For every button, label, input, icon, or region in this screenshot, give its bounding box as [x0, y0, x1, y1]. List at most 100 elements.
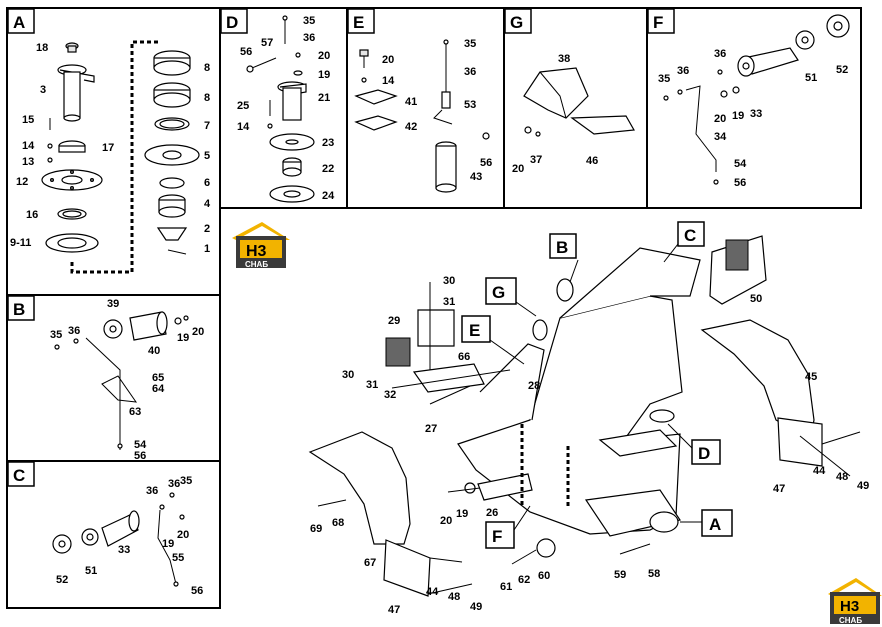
label-35: 35	[464, 38, 476, 50]
label-51: 51	[85, 565, 97, 577]
label-20: 20	[192, 326, 204, 338]
panel-d-labels: 35 36 56 57 20 19 21 25 14 23 22 24	[237, 15, 335, 202]
label-61: 61	[500, 581, 512, 593]
label-44a: 44	[813, 465, 826, 477]
label-20: 20	[318, 50, 330, 62]
label-56: 56	[480, 157, 492, 169]
label-14: 14	[382, 75, 395, 87]
label-5: 5	[204, 150, 210, 162]
label-40: 40	[148, 345, 160, 357]
panel-b-title: B	[13, 300, 25, 319]
label-19: 19	[162, 538, 174, 550]
panel-e-title: E	[353, 13, 364, 32]
label-37: 37	[530, 154, 542, 166]
label-59: 59	[614, 569, 626, 581]
label-36b: 36	[677, 65, 689, 77]
label-8b: 8	[204, 92, 210, 104]
label-6: 6	[204, 177, 210, 189]
label-19: 19	[318, 69, 330, 81]
panel-f-title: F	[653, 13, 663, 32]
label-1: 1	[204, 243, 210, 255]
label-14: 14	[237, 121, 250, 133]
logo-mark: H3	[246, 243, 267, 260]
label-62: 62	[518, 574, 530, 586]
label-51: 51	[805, 72, 817, 84]
label-48a: 48	[836, 471, 848, 483]
label-43: 43	[470, 171, 482, 183]
label-50: 50	[750, 293, 762, 305]
label-36a: 36	[146, 485, 158, 497]
label-15: 15	[22, 114, 34, 126]
panel-g-title: G	[510, 13, 523, 32]
label-36: 36	[303, 32, 315, 44]
panel-c-title: C	[13, 466, 25, 485]
label-31b: 31	[366, 379, 378, 391]
label-33: 33	[118, 544, 130, 556]
label-19: 19	[732, 110, 744, 122]
panel-g-labels: 38 37 20 46	[512, 53, 598, 175]
label-4: 4	[204, 198, 211, 210]
label-31a: 31	[443, 296, 455, 308]
panel-f-labels: 36 35 36 20 19 33 51 52 34 54 56	[658, 48, 848, 189]
panel-a-title: A	[13, 13, 25, 32]
label-28: 28	[528, 380, 540, 392]
label-45: 45	[805, 371, 817, 383]
label-57: 57	[261, 37, 273, 49]
label-65: 65	[152, 372, 164, 384]
label-16: 16	[26, 209, 38, 221]
callout-a: A	[709, 515, 721, 534]
label-30b: 30	[342, 369, 354, 381]
label-38: 38	[558, 53, 570, 65]
panel-f: F 36 35 36 20 19 33 51 52 34 54 56	[646, 7, 862, 209]
label-13: 13	[22, 156, 34, 168]
label-47b: 47	[388, 604, 400, 616]
panel-b-labels: 35 36 39 40 19 20 65 64 63 54 56	[50, 298, 204, 462]
label-44b: 44	[426, 586, 439, 598]
label-53: 53	[464, 99, 476, 111]
label-35: 35	[303, 15, 315, 27]
callout-c: C	[684, 226, 696, 245]
panel-a: A	[6, 7, 221, 296]
main-callouts: B C G E D A F	[461, 221, 733, 549]
label-56: 56	[734, 177, 746, 189]
label-7: 7	[204, 120, 210, 132]
panel-e: E 20 14 41 42 35 36 53 56 43	[346, 7, 505, 209]
label-9-11: 9-11	[10, 237, 31, 249]
label-35: 35	[50, 329, 62, 341]
label-29: 29	[388, 315, 400, 327]
brand-logo-top: H3 СНАБ	[232, 222, 290, 269]
label-36a: 36	[714, 48, 726, 60]
label-66: 66	[458, 351, 470, 363]
label-20: 20	[177, 529, 189, 541]
label-69: 69	[310, 523, 322, 535]
panel-e-labels: 20 14 41 42 35 36 53 56 43	[382, 38, 492, 183]
label-21: 21	[318, 92, 330, 104]
label-54: 54	[134, 439, 147, 451]
label-49b: 49	[470, 601, 482, 613]
label-19: 19	[177, 332, 189, 344]
main-labels: 30 31 29 66 30 31 32 28 27 50 45 47 44 4…	[310, 275, 869, 616]
label-2: 2	[204, 223, 210, 235]
panel-d: D 35 36 56 57 20 19 21 25 14 23 22	[219, 7, 348, 209]
label-60: 60	[538, 570, 550, 582]
label-23: 23	[322, 137, 334, 149]
label-39: 39	[107, 298, 119, 310]
label-35: 35	[658, 73, 670, 85]
label-27: 27	[425, 423, 437, 435]
label-22: 22	[322, 163, 334, 175]
main-assembly: B C G E D A F 30 31 29 66 30 31 32 28 27…	[308, 221, 869, 616]
label-67: 67	[364, 557, 376, 569]
label-36: 36	[68, 325, 80, 337]
label-56: 56	[134, 450, 146, 462]
label-41: 41	[405, 96, 417, 108]
label-19: 19	[456, 508, 468, 520]
label-64: 64	[152, 383, 165, 395]
label-18: 18	[36, 42, 48, 54]
panel-c: C 52 51 33 36 36 35 20 19 55 56	[6, 460, 221, 609]
panel-c-labels: 52 51 33 36 36 35 20 19 55 56	[56, 475, 203, 597]
label-48b: 48	[448, 591, 460, 603]
panel-d-title: D	[226, 13, 238, 32]
label-26: 26	[486, 507, 498, 519]
label-49a: 49	[857, 480, 869, 492]
panel-b: B 35 36 39 40 19 20 65 64 63 54 56	[6, 294, 221, 462]
